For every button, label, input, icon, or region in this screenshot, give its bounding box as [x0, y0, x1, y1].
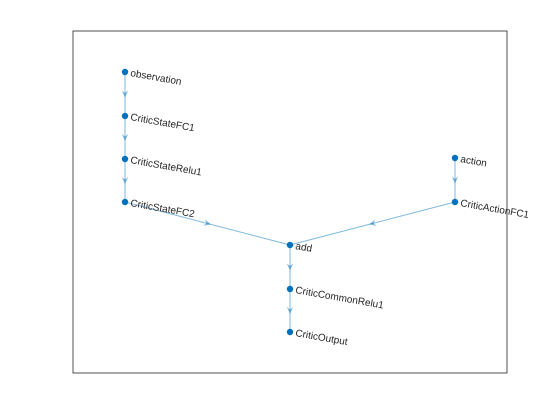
nodes-layer [121, 68, 459, 336]
edges-layer [121, 72, 459, 332]
node-critic_state_fc1 [121, 112, 129, 120]
node-label-add: add [294, 241, 312, 255]
arrowhead-critic_action_fc1-to-add [369, 219, 377, 226]
arrowhead-add-to-critic_common_relu1 [286, 263, 294, 271]
node-action [451, 154, 459, 162]
node-critic_state_relu1 [121, 155, 129, 163]
node-observation [121, 68, 129, 76]
node-critic_action_fc1 [451, 198, 459, 206]
arrowhead-critic_state_fc2-to-add [203, 219, 211, 226]
node-critic_output [286, 328, 294, 336]
arrowhead-action-to-critic_action_fc1 [451, 176, 459, 184]
node-critic_common_relu1 [286, 285, 294, 293]
node-add [286, 241, 294, 249]
arrowhead-observation-to-critic_state_fc1 [121, 90, 129, 98]
arrowhead-critic_common_relu1-to-critic_output [286, 307, 294, 314]
node-critic_state_fc2 [121, 198, 129, 206]
node-label-action: action [459, 154, 487, 169]
arrowhead-critic_state_fc1-to-critic_state_relu1 [121, 134, 129, 141]
arrowhead-critic_state_relu1-to-critic_state_fc2 [121, 177, 129, 184]
